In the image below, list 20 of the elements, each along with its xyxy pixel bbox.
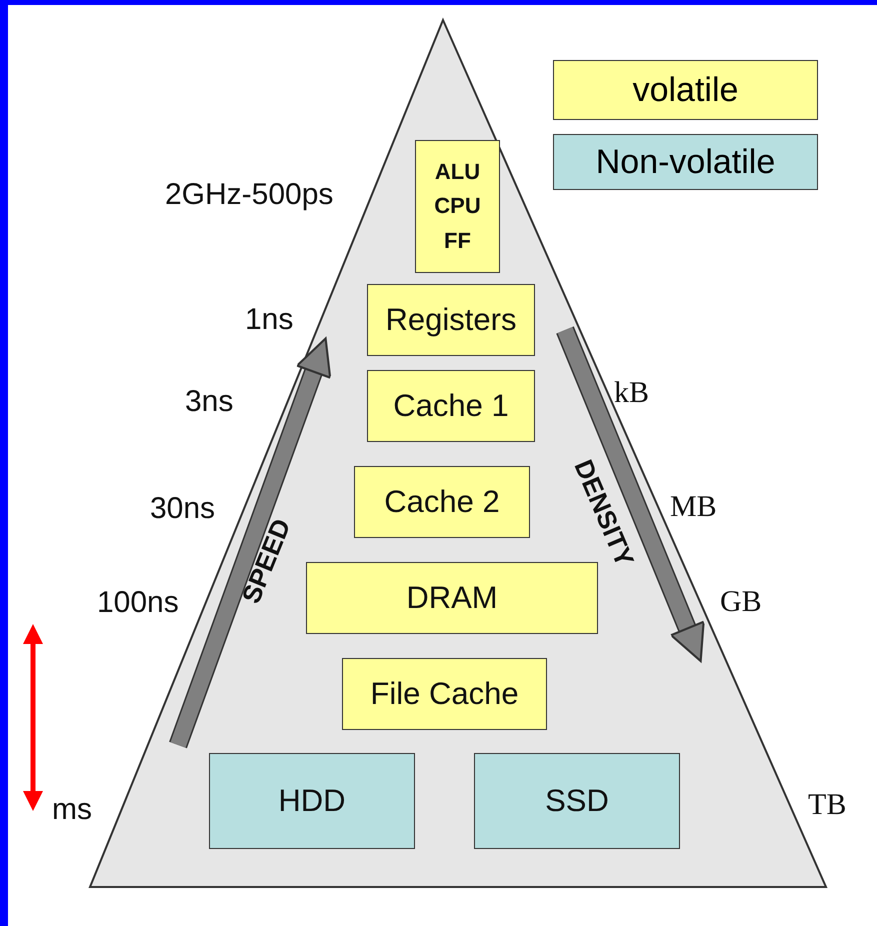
capacity-label: GB bbox=[720, 587, 762, 617]
latency-label: 30ns bbox=[150, 494, 216, 524]
memory-level-box: Cache 1 bbox=[367, 370, 535, 442]
memory-level-box: SSD bbox=[474, 753, 680, 849]
memory-level-box: Cache 2 bbox=[354, 466, 530, 538]
legend-label: Non-volatile bbox=[596, 142, 776, 182]
clock-label: 2GHz-500ps bbox=[165, 180, 334, 210]
latency-label: 3ns bbox=[185, 387, 234, 417]
capacity-label: kB bbox=[614, 378, 650, 408]
memory-level-box: ALU CPU FF bbox=[415, 140, 500, 273]
memory-level-box: Registers bbox=[367, 284, 535, 356]
memory-level-box: DRAM bbox=[306, 562, 598, 634]
memory-level-box: HDD bbox=[209, 753, 415, 849]
capacity-label: MB bbox=[670, 492, 717, 522]
latency-label: 1ns bbox=[245, 305, 294, 335]
latency-label: 100ns bbox=[97, 588, 179, 618]
memory-level-box: File Cache bbox=[342, 658, 547, 730]
capacity-label: TB bbox=[808, 790, 846, 820]
latency-label: ms bbox=[52, 795, 92, 825]
legend-label: volatile bbox=[632, 70, 738, 110]
